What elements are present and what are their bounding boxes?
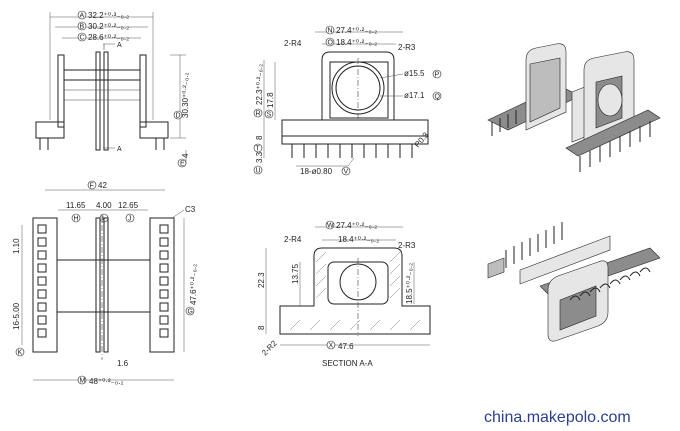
svg-text:U: U — [256, 168, 261, 175]
svg-text:M: M — [80, 378, 86, 385]
svg-text:Q: Q — [435, 94, 441, 101]
watermark: china.makepolo.com — [484, 409, 631, 426]
dia-p: ø15.5 — [404, 69, 425, 78]
bobbin-3d-bottom — [487, 222, 661, 342]
section-height: 22.3 — [257, 272, 266, 288]
section-base: 8 — [257, 325, 266, 330]
pitch-110: 1.10 — [12, 238, 21, 254]
right-pin-pads — [159, 224, 169, 338]
dim-e: 4 — [181, 153, 190, 158]
svg-text:P: P — [435, 72, 440, 79]
section-hatch — [289, 251, 421, 331]
svg-text:J: J — [128, 216, 132, 223]
dim-w: 27.4⁺⁰·²₋₀.₂ — [336, 221, 377, 230]
side-view: N 27.4⁺⁰·²₋₀.₂ O 18.4⁺⁰·²₋₀.₂ 2-R4 2-R3 … — [253, 25, 442, 176]
dia-q: ø17.1 — [404, 91, 425, 100]
svg-text:I: I — [102, 216, 104, 223]
section-inner-width: 18.4⁺⁰·²₋₀.₂ — [338, 235, 379, 244]
section-right-height: 18.5⁺⁰·²₋₀.₂ — [405, 263, 414, 304]
svg-text:V: V — [344, 169, 349, 176]
svg-text:K: K — [18, 350, 23, 357]
dim-o: 18.4⁺⁰·²₋₀.₂ — [336, 38, 377, 47]
svg-text:N: N — [328, 28, 333, 35]
dim-f: 42 — [98, 181, 107, 190]
svg-text:H: H — [74, 216, 79, 223]
svg-text:A: A — [80, 13, 85, 20]
section-title: SECTION A-A — [322, 359, 373, 368]
dim-s: 17.8 — [266, 92, 275, 108]
dim-j-value: 12.65 — [118, 201, 139, 210]
svg-text:D: D — [176, 113, 181, 120]
dim-b: 30.2⁺⁰·²₋₀.₂ — [88, 22, 129, 31]
bobbin-3d-top — [487, 43, 661, 172]
section-mark-top: A — [117, 42, 122, 49]
svg-text:O: O — [328, 40, 334, 47]
chamfer-c3: C3 — [185, 205, 196, 214]
dim-u: 3.3 — [255, 151, 264, 163]
pitch-16-500: 16-5.00 — [12, 302, 21, 330]
pins-3d-top — [491, 110, 651, 172]
section-r2: 2-R2 — [260, 338, 279, 357]
dim-m: 48⁺⁰·²₋₀.₂ — [89, 377, 124, 386]
section-view: W 27.4⁺⁰·²₋₀.₂ 18.4⁺⁰·²₋₀.₂ 2-R4 2-R3 — [257, 220, 431, 368]
svg-text:T: T — [256, 146, 261, 153]
flange-gap: 1.6 — [117, 359, 129, 368]
svg-text:F: F — [90, 183, 94, 190]
svg-text:C: C — [80, 35, 85, 42]
svg-text:S: S — [267, 112, 272, 119]
dim-g: 47.6⁺⁰·²₋₀.₂ — [189, 264, 198, 305]
dim-h-value: 11.65 — [66, 201, 86, 210]
dim-c: 28.6⁺⁰·²₋₀.₂ — [88, 33, 129, 42]
svg-text:W: W — [327, 223, 334, 230]
section-r4: 2-R4 — [284, 235, 302, 244]
svg-text:E: E — [180, 161, 185, 168]
dim-n: 27.4⁺⁰·²₋₀.₂ — [336, 26, 377, 35]
bottom-view: F 42 11.65 H 4.00 I 12.65 J C3 — [12, 180, 198, 386]
dim-x: 47.6 — [338, 342, 354, 351]
section-inner-height: 13.75 — [291, 263, 300, 284]
section-mark-bottom: A — [117, 146, 122, 153]
callout-2-r3: 2-R3 — [398, 43, 416, 52]
pin-row — [291, 144, 413, 158]
left-pin-pads — [37, 224, 47, 338]
dim-t: 8 — [255, 135, 264, 140]
svg-text:G: G — [188, 309, 193, 316]
svg-text:R: R — [256, 111, 261, 118]
pins-3d-bottom-back — [505, 222, 563, 268]
svg-text:X: X — [329, 343, 334, 350]
pins-3d-bottom-front — [569, 267, 651, 301]
svg-text:B: B — [80, 24, 85, 31]
section-r3: 2-R3 — [398, 241, 416, 250]
callout-2-r4: 2-R4 — [284, 39, 302, 48]
front-view: A 32.2⁺⁰·³₋₀.₂ B 30.2⁺⁰·²₋₀.₂ C 28.6⁺⁰·²… — [35, 10, 190, 168]
pin-callout: 18-ø0.80 — [300, 167, 333, 176]
dim-r: 22.3⁺⁰·²₋₀.₂ — [255, 64, 264, 105]
dim-d: 30.30⁺⁰·²₋₀.₂ — [181, 72, 190, 118]
dim-a: 32.2⁺⁰·³₋₀.₂ — [88, 11, 129, 20]
dim-i-value: 4.00 — [96, 201, 112, 210]
